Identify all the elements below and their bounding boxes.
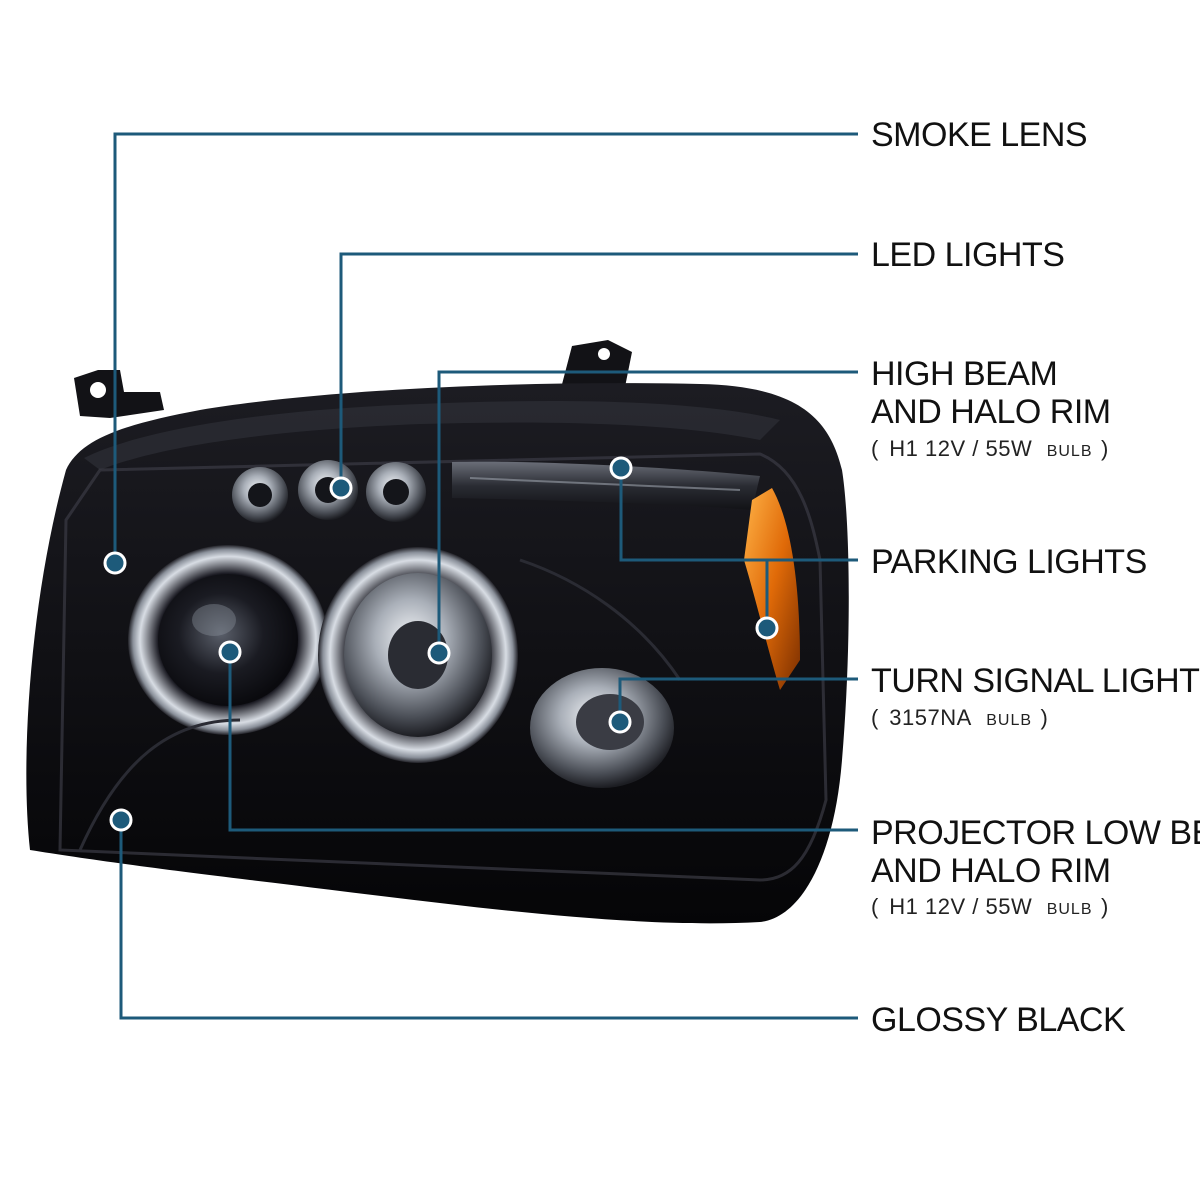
spec-main: 3157NA: [889, 705, 972, 730]
label-projector-line2: AND HALO RIM: [871, 852, 1111, 890]
projector-reflection: [192, 604, 236, 636]
inner-contour-line: [519, 558, 682, 681]
callout-dots: [103, 456, 779, 832]
label-high-beam-line1: HIGH BEAM: [871, 355, 1057, 393]
dot-glossy-black: [109, 808, 133, 832]
label-turn-signal: TURN SIGNAL LIGHT: [871, 662, 1199, 700]
dot-projector-low-beam: [218, 640, 242, 664]
paren-close: ): [1041, 705, 1049, 730]
label-projector-line1: PROJECTOR LOW BEAM: [871, 814, 1200, 852]
label-glossy-black: GLOSSY BLACK: [871, 1001, 1126, 1039]
spec-main: H1 12V / 55W: [889, 436, 1032, 461]
label-high-beam-line2: AND HALO RIM: [871, 393, 1111, 431]
leader-lines: [113, 132, 858, 1020]
label-led-lights: LED LIGHTS: [871, 236, 1064, 274]
leader-glossy-black: [119, 820, 858, 1020]
parking-light-strip: [452, 461, 760, 510]
left-bracket-hole: [90, 382, 106, 398]
spec-unit: BULB: [1047, 443, 1093, 460]
dot-high-beam: [427, 641, 451, 665]
paren-close: ): [1101, 894, 1109, 919]
dot-turn-signal-amber: [755, 616, 779, 640]
dot-turn-signal: [608, 710, 632, 734]
spec-main: H1 12V / 55W: [889, 894, 1032, 919]
label-turn-signal-spec: ( 3157NA BULB ): [871, 705, 1048, 730]
dot-parking-lights: [609, 456, 633, 480]
led-light-1-core: [248, 483, 272, 507]
paren-close: ): [1101, 436, 1109, 461]
leader-turn-signal: [618, 677, 858, 722]
parking-strip-highlight: [469, 477, 741, 491]
turn-signal-reflector: [530, 668, 674, 788]
paren-open: (: [871, 436, 879, 461]
leader-led-lights: [339, 252, 858, 488]
amber-reflector: [744, 488, 800, 690]
paren-open: (: [871, 705, 879, 730]
led-cluster: [232, 460, 426, 523]
leader-projector-low-beam: [228, 652, 858, 832]
paren-open: (: [871, 894, 879, 919]
led-light-3-core: [383, 479, 409, 505]
right-bracket-hole: [598, 348, 610, 360]
leader-smoke-lens: [113, 132, 858, 563]
label-parking-lights: PARKING LIGHTS: [871, 543, 1147, 581]
projector-lens: [158, 574, 298, 706]
label-smoke-lens: SMOKE LENS: [871, 116, 1087, 154]
labels: SMOKE LENS LED LIGHTS HIGH BEAM AND HALO…: [871, 116, 1200, 1039]
right-mounting-bracket: [560, 340, 632, 392]
leader-parking-lights: [619, 468, 858, 562]
high-beam: [318, 547, 518, 763]
high-beam-bulb-socket: [388, 621, 448, 689]
label-high-beam-spec: ( H1 12V / 55W BULB ): [871, 436, 1109, 461]
projector-low-beam: [128, 545, 328, 735]
inner-contour-line: [78, 718, 241, 851]
spec-unit: BULB: [1047, 901, 1093, 918]
label-projector-spec: ( H1 12V / 55W BULB ): [871, 894, 1109, 919]
housing-top-ridge: [84, 401, 780, 470]
dot-smoke-lens: [103, 551, 127, 575]
spec-unit: BULB: [986, 712, 1032, 729]
left-mounting-bracket: [74, 370, 164, 418]
leader-high-beam: [437, 370, 858, 653]
dot-led-lights: [329, 476, 353, 500]
